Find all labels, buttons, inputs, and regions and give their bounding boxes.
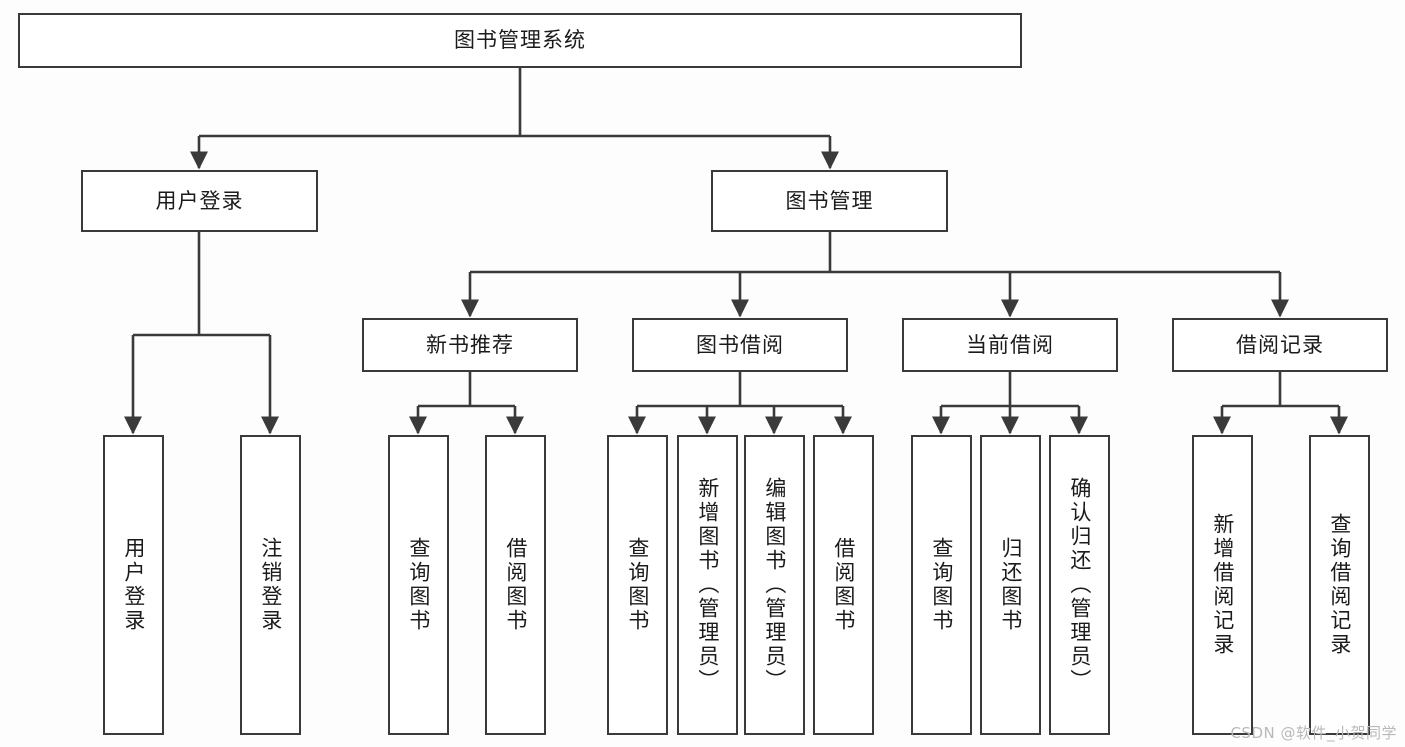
watermark: CSDN @软件_小贺同学 bbox=[1230, 724, 1397, 742]
leaf-user-login[interactable]: 用户登录 bbox=[103, 435, 164, 735]
leaf-confirm-return-label: 确认归还（管理员） bbox=[1067, 477, 1092, 693]
node-current-borrow-label: 当前借阅 bbox=[966, 332, 1054, 357]
leaf-add-book[interactable]: 新增图书（管理员） bbox=[677, 435, 738, 735]
leaf-add-book-label: 新增图书（管理员） bbox=[695, 477, 720, 693]
leaf-borrow-book-1-label: 借阅图书 bbox=[503, 537, 528, 633]
leaf-query-record-label: 查询借阅记录 bbox=[1327, 513, 1352, 657]
node-book-borrow-label: 图书借阅 bbox=[696, 332, 784, 357]
leaf-borrow-book-1[interactable]: 借阅图书 bbox=[485, 435, 546, 735]
leaf-add-record-label: 新增借阅记录 bbox=[1210, 513, 1235, 657]
leaf-borrow-book-2-label: 借阅图书 bbox=[831, 537, 856, 633]
leaf-add-record[interactable]: 新增借阅记录 bbox=[1192, 435, 1253, 735]
leaf-query-book-1-label: 查询图书 bbox=[406, 537, 431, 633]
node-root-label: 图书管理系统 bbox=[454, 28, 586, 53]
node-book-manage[interactable]: 图书管理 bbox=[711, 170, 948, 232]
leaf-return-book-label: 归还图书 bbox=[998, 537, 1023, 633]
node-borrow-record[interactable]: 借阅记录 bbox=[1172, 318, 1388, 372]
node-new-book-rec[interactable]: 新书推荐 bbox=[362, 318, 578, 372]
node-root[interactable]: 图书管理系统 bbox=[18, 13, 1022, 68]
leaf-query-book-2-label: 查询图书 bbox=[625, 537, 650, 633]
node-new-book-rec-label: 新书推荐 bbox=[426, 332, 514, 357]
leaf-return-book[interactable]: 归还图书 bbox=[980, 435, 1041, 735]
leaf-user-logout-label: 注销登录 bbox=[258, 537, 283, 633]
leaf-user-logout[interactable]: 注销登录 bbox=[240, 435, 301, 735]
leaf-query-record[interactable]: 查询借阅记录 bbox=[1309, 435, 1370, 735]
leaf-edit-book-label: 编辑图书（管理员） bbox=[762, 477, 787, 693]
node-borrow-record-label: 借阅记录 bbox=[1236, 332, 1324, 357]
leaf-borrow-book-2[interactable]: 借阅图书 bbox=[813, 435, 874, 735]
leaf-user-login-label: 用户登录 bbox=[121, 537, 146, 633]
node-current-borrow[interactable]: 当前借阅 bbox=[902, 318, 1118, 372]
leaf-edit-book[interactable]: 编辑图书（管理员） bbox=[744, 435, 805, 735]
node-book-borrow[interactable]: 图书借阅 bbox=[632, 318, 848, 372]
node-user-login-label: 用户登录 bbox=[155, 188, 244, 213]
leaf-query-book-3[interactable]: 查询图书 bbox=[911, 435, 972, 735]
leaf-confirm-return[interactable]: 确认归还（管理员） bbox=[1049, 435, 1110, 735]
node-user-login[interactable]: 用户登录 bbox=[81, 170, 318, 232]
node-book-manage-label: 图书管理 bbox=[785, 188, 874, 213]
leaf-query-book-1[interactable]: 查询图书 bbox=[388, 435, 449, 735]
leaf-query-book-3-label: 查询图书 bbox=[929, 537, 954, 633]
leaf-query-book-2[interactable]: 查询图书 bbox=[607, 435, 668, 735]
